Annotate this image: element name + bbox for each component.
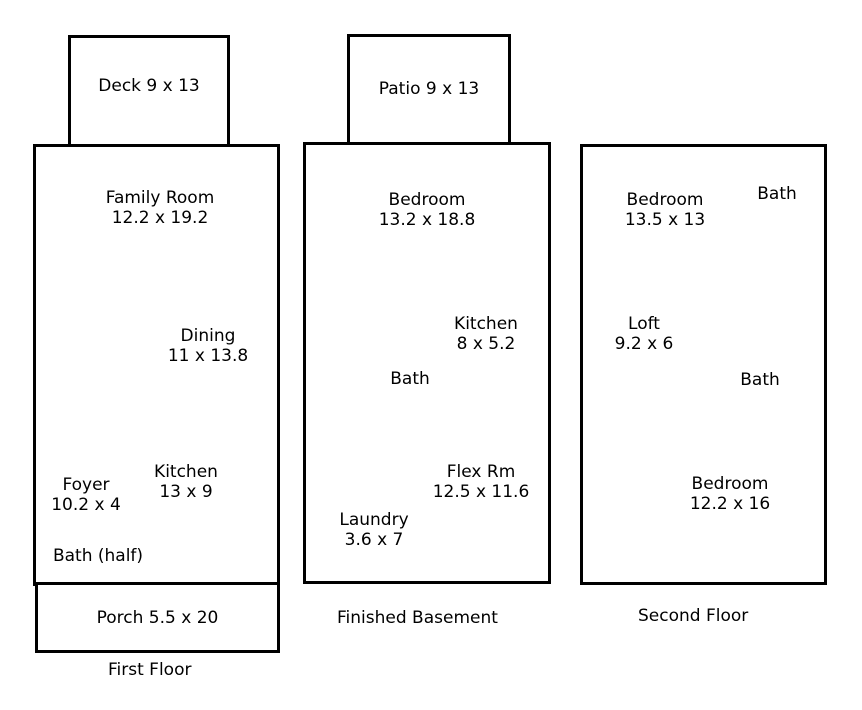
- basement-bedroom-name: Bedroom: [388, 190, 466, 210]
- porch-label: Porch 5.5 x 20: [96, 608, 219, 628]
- laundry-name: Laundry: [339, 510, 409, 530]
- basement-outline: [303, 142, 551, 584]
- porch-outline: [35, 582, 280, 653]
- foyer-size: 10.2 x 4: [51, 495, 121, 515]
- family-room-label: Family Room 12.2 x 19.2: [60, 188, 260, 228]
- basement-kitchen-name: Kitchen: [454, 314, 518, 334]
- second-bedroom-1-name: Bedroom: [626, 190, 704, 210]
- patio-label: Patio 9 x 13: [378, 79, 480, 99]
- bath-half-label: Bath (half): [52, 546, 144, 566]
- laundry-size: 3.6 x 7: [344, 530, 404, 550]
- basement-kitchen-size: 8 x 5.2: [456, 334, 516, 354]
- laundry-label: Laundry 3.6 x 7: [328, 510, 420, 550]
- family-room-name: Family Room: [105, 188, 215, 208]
- dining-name: Dining: [180, 326, 236, 346]
- second-bath-2-label: Bath: [740, 370, 780, 390]
- basement-kitchen-label: Kitchen 8 x 5.2: [436, 314, 536, 354]
- kitchen-label: Kitchen 13 x 9: [136, 462, 236, 502]
- second-bedroom-1-label: Bedroom 13.5 x 13: [608, 190, 722, 230]
- basement-bath-label: Bath: [390, 369, 430, 389]
- second-bedroom-2-size: 12.2 x 16: [689, 494, 771, 514]
- flex-room-size: 12.5 x 11.6: [432, 482, 530, 502]
- deck-outline: [68, 35, 230, 147]
- basement-bedroom-label: Bedroom 13.2 x 18.8: [352, 190, 502, 230]
- second-floor-caption: Second Floor: [638, 606, 749, 626]
- basement-caption: Finished Basement: [337, 608, 498, 628]
- foyer-label: Foyer 10.2 x 4: [40, 475, 132, 515]
- loft-size: 9.2 x 6: [614, 334, 674, 354]
- second-bedroom-1-size: 13.5 x 13: [624, 210, 706, 230]
- second-bedroom-2-label: Bedroom 12.2 x 16: [672, 474, 788, 514]
- second-floor-outline: [580, 144, 827, 585]
- family-room-size: 12.2 x 19.2: [111, 208, 209, 228]
- second-bath-1-label: Bath: [757, 184, 797, 204]
- foyer-name: Foyer: [62, 475, 110, 495]
- flex-room-label: Flex Rm 12.5 x 11.6: [418, 462, 544, 502]
- second-bedroom-2-name: Bedroom: [691, 474, 769, 494]
- patio-outline: [347, 34, 511, 146]
- dining-label: Dining 11 x 13.8: [148, 326, 268, 366]
- kitchen-name: Kitchen: [154, 462, 218, 482]
- dining-size: 11 x 13.8: [167, 346, 249, 366]
- first-floor-caption: First Floor: [108, 660, 192, 680]
- loft-label: Loft 9.2 x 6: [600, 314, 688, 354]
- loft-name: Loft: [628, 314, 660, 334]
- basement-bedroom-size: 13.2 x 18.8: [378, 210, 476, 230]
- flex-room-name: Flex Rm: [446, 462, 516, 482]
- deck-label: Deck 9 x 13: [98, 76, 200, 96]
- first-floor-outline: [33, 144, 280, 586]
- kitchen-size: 13 x 9: [159, 482, 213, 502]
